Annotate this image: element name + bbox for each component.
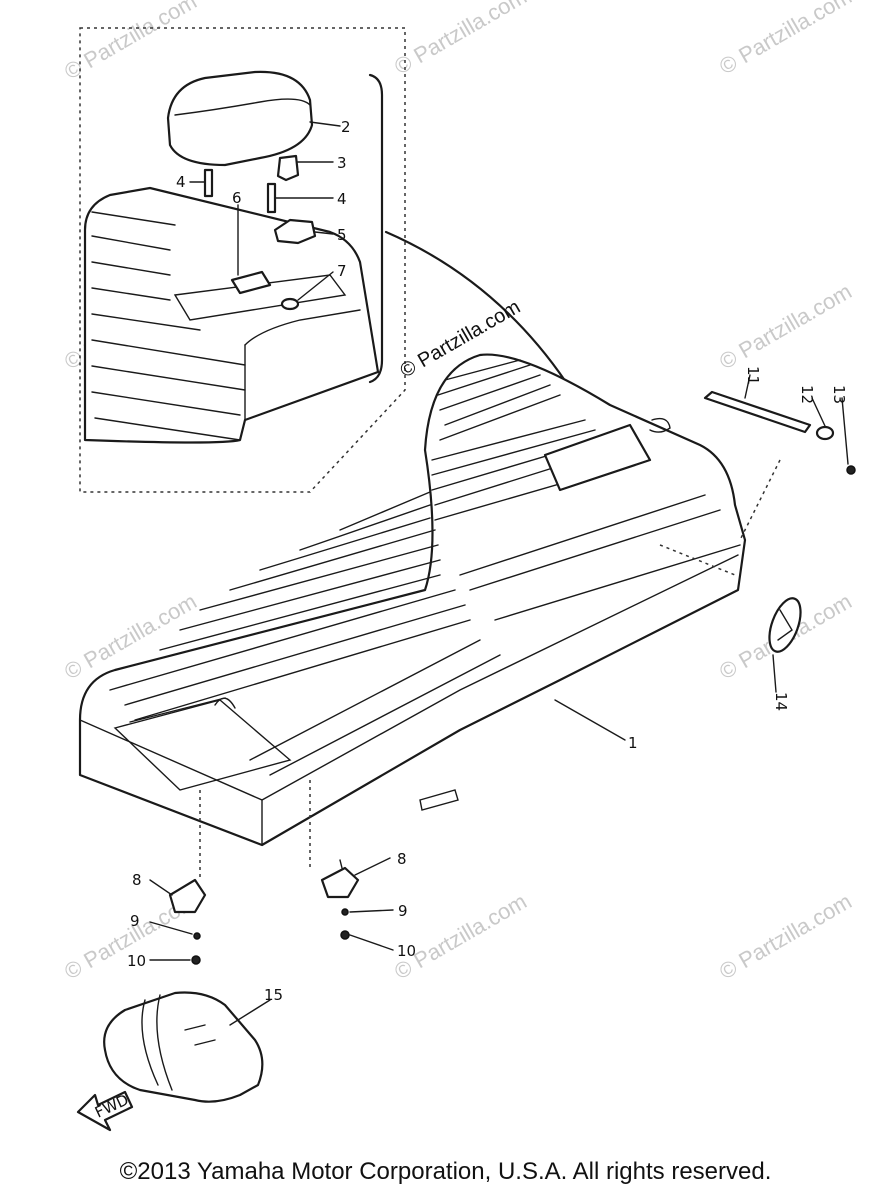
- part-10-screw: [191, 955, 201, 965]
- part-number: 8: [132, 871, 142, 889]
- part-7-nut: [280, 297, 300, 311]
- fwd-arrow-icon: FWD: [76, 1091, 134, 1132]
- part-11-bar: [703, 390, 812, 434]
- part-number: 12: [798, 385, 816, 404]
- part-number: 10: [397, 942, 416, 960]
- part-12-washer: [815, 425, 835, 441]
- part-number: 4: [337, 190, 347, 208]
- part-5-bracket: [273, 218, 317, 245]
- part-3-clip: [276, 154, 300, 182]
- inset-seat-detail: [83, 186, 380, 444]
- part-2-cushion: [166, 70, 314, 167]
- part-number: 7: [337, 262, 347, 280]
- detail-inset-frame: [79, 27, 406, 493]
- watermark: © Partzilla.com: [715, 889, 856, 985]
- part-4-screw: [266, 182, 277, 214]
- watermark: © Partzilla.com: [60, 0, 201, 84]
- part-number: 14: [772, 692, 790, 711]
- part-13-nut: [846, 465, 856, 475]
- watermark: © Partzilla.com: [390, 889, 531, 985]
- part-15-tool-bag: [103, 991, 264, 1103]
- watermark: © Partzilla.com: [715, 279, 856, 375]
- part-10-screw: [340, 930, 350, 940]
- part-number: 15: [264, 986, 283, 1004]
- part-8-hinge: [320, 866, 360, 899]
- part-number: 3: [337, 154, 347, 172]
- part-1-seat: [78, 353, 781, 881]
- part-number: 9: [398, 902, 408, 920]
- part-number: 10: [127, 952, 146, 970]
- inset-bracket: [368, 73, 384, 384]
- part-number-labels: 2 3 4 4 5 6 7 11 12 13 14 1 8 8 9 9 10 1…: [127, 118, 848, 1004]
- part-number: 1: [628, 734, 638, 752]
- part-9-washer: [193, 932, 201, 940]
- part-number: 6: [232, 189, 242, 207]
- part-8-hinge: [168, 878, 207, 914]
- part-number: 13: [830, 385, 848, 404]
- part-4-screw: [203, 168, 214, 198]
- copyright-notice: ©2013 Yamaha Motor Corporation, U.S.A. A…: [119, 1158, 772, 1185]
- part-number: 4: [176, 173, 186, 191]
- part-number: 5: [337, 226, 347, 244]
- part-9-washer: [341, 908, 349, 916]
- part-number: 11: [744, 366, 762, 385]
- part-14-emblem: [768, 597, 802, 653]
- watermark: © Partzilla.com: [390, 0, 531, 79]
- watermark: © Partzilla.com: [715, 0, 856, 79]
- part-6-plate: [230, 270, 272, 295]
- part-number: 9: [130, 912, 140, 930]
- part-number: 2: [341, 118, 351, 136]
- part-number: 8: [397, 850, 407, 868]
